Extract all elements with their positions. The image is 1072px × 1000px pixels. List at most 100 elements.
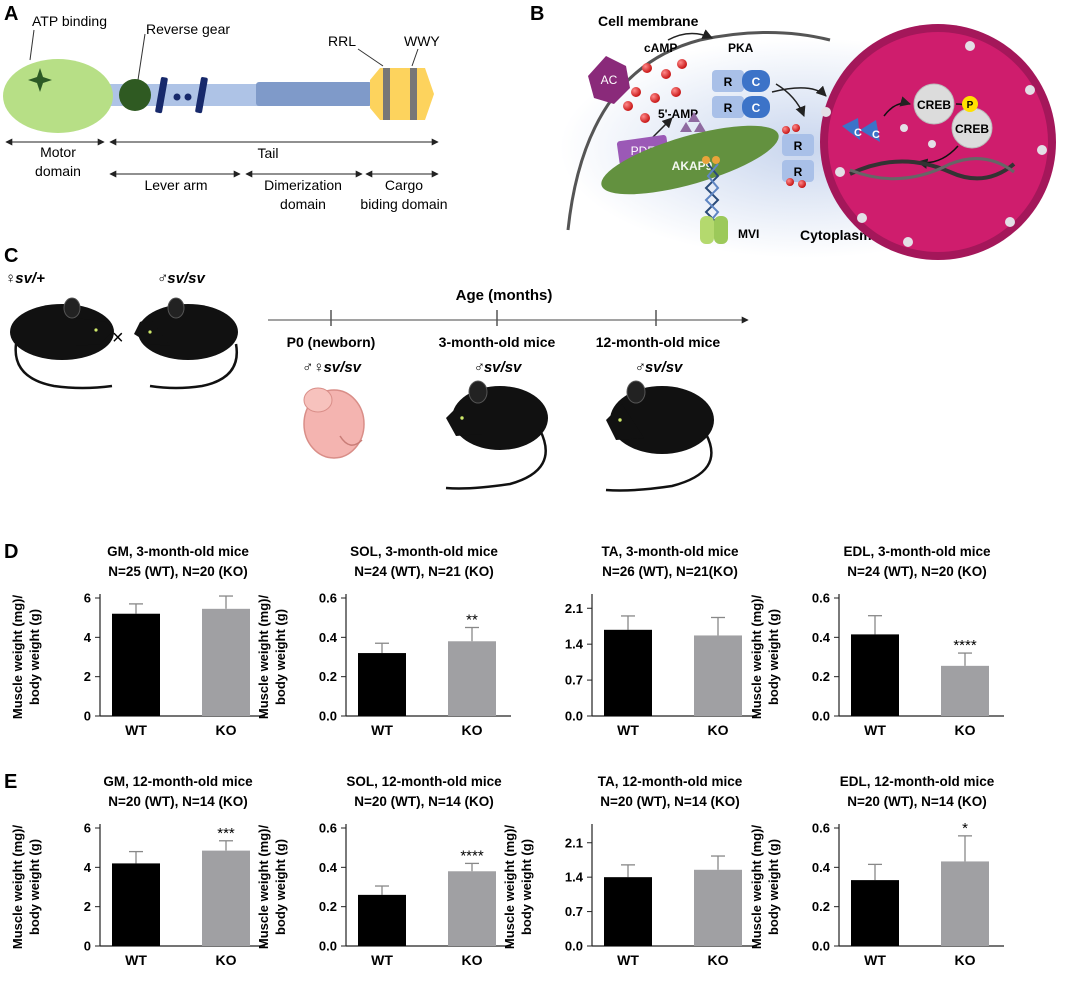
cargo-label-2: biding domain xyxy=(360,196,447,212)
y-tick-label: 2 xyxy=(84,669,91,684)
x-tick-label: WT xyxy=(371,722,393,738)
pka-r1-label: R xyxy=(724,75,733,89)
atp-binding-label: ATP binding xyxy=(32,13,107,29)
y-tick-label: 0.0 xyxy=(565,709,583,724)
schematic-panels: A ATP binding Reverse gear RRL WWY Motor… xyxy=(3,3,1056,492)
atp-star-icon xyxy=(28,68,52,92)
lever-segment xyxy=(256,82,372,106)
panel-c: C ♀sv/+ ♂sv/sv × Age (months) P0 (newbor… xyxy=(4,245,749,492)
bar-ko xyxy=(202,850,250,946)
y-tick-label: 1.4 xyxy=(565,637,584,652)
x-tick-label: WT xyxy=(125,952,147,968)
akap9-shape xyxy=(601,125,779,195)
pka-c1-label: C xyxy=(752,75,761,89)
panel-letter-a: A xyxy=(4,3,18,25)
chart-subtitle: N=20 (WT), N=14 (KO) xyxy=(600,794,740,809)
y-tick-label: 0 xyxy=(84,709,91,724)
motor-label-2: domain xyxy=(35,163,81,179)
x-tick-label: WT xyxy=(125,722,147,738)
ac-label: AC xyxy=(601,73,618,87)
chart-title: SOL, 3-month-old mice xyxy=(350,544,498,559)
cell-membrane-line xyxy=(566,31,831,231)
motor-label-1: Motor xyxy=(40,144,76,160)
y-tick-label: 0.2 xyxy=(812,669,830,684)
y-tick-label: 0.0 xyxy=(812,939,830,954)
x-tick-label: KO xyxy=(216,722,237,738)
reverse-gear-shape xyxy=(119,79,151,111)
age-axis-label: Age (months) xyxy=(456,287,553,304)
y-tick-label: 2.1 xyxy=(565,835,583,850)
y-tick-label: 0.0 xyxy=(812,709,830,724)
panel-letter-e: E xyxy=(4,771,17,793)
y-tick-label: 0.6 xyxy=(812,591,830,606)
mvi-label: MVI xyxy=(738,227,759,241)
free-r1-label: R xyxy=(794,139,803,153)
y-tick-label: 0.0 xyxy=(319,939,337,954)
x-tick-label: WT xyxy=(617,722,639,738)
rrl-label: RRL xyxy=(328,33,356,49)
x-tick-label: KO xyxy=(955,722,976,738)
chart-title: GM, 12-month-old mice xyxy=(103,774,253,789)
panel-letter-b: B xyxy=(530,3,544,25)
creb-label-2: CREB xyxy=(955,122,989,136)
x-tick-label: KO xyxy=(708,722,729,738)
y-tick-label: 2.1 xyxy=(565,601,583,616)
y-axis-label: Muscle weight (mg)/body weight (g) xyxy=(749,594,781,719)
y-tick-label: 4 xyxy=(84,860,92,875)
camp-label: cAMP xyxy=(644,41,677,55)
chart-subtitle: N=26 (WT), N=21(KO) xyxy=(602,564,738,579)
y-tick-label: 0.4 xyxy=(319,630,338,645)
m3-label: 3-month-old mice xyxy=(439,334,556,350)
m12-genotype: ♂sv/sv xyxy=(634,359,684,376)
mouse-12month-icon xyxy=(605,380,714,492)
bar-wt xyxy=(851,880,899,946)
y-tick-label: 0.6 xyxy=(319,821,337,836)
chart-title: EDL, 12-month-old mice xyxy=(840,774,995,789)
significance-label: ** xyxy=(466,612,478,629)
wwy-label: WWY xyxy=(404,33,440,49)
nucleus-c2-label: C xyxy=(872,129,880,141)
bar-wt xyxy=(604,877,652,946)
motor-domain-shape xyxy=(3,59,113,133)
panel-letter-c: C xyxy=(4,245,18,267)
y-tick-label: 0.0 xyxy=(319,709,337,724)
chart-subtitle: N=20 (WT), N=14 (KO) xyxy=(108,794,248,809)
nucleus-c1-label: C xyxy=(854,127,862,139)
mvi-motor-left xyxy=(700,216,714,244)
chart-subtitle: N=24 (WT), N=20 (KO) xyxy=(847,564,987,579)
x-tick-label: WT xyxy=(617,952,639,968)
cargo-domain-shape xyxy=(370,68,434,120)
bar-ko xyxy=(941,861,989,946)
newborn-mouse-icon xyxy=(303,387,365,459)
bar-ko xyxy=(941,665,989,716)
cross-symbol: × xyxy=(112,327,124,349)
x-tick-label: KO xyxy=(216,952,237,968)
pka-r2-label: R xyxy=(724,101,733,115)
y-tick-label: 0.2 xyxy=(319,669,337,684)
pka-c2-label: C xyxy=(752,101,761,115)
y-tick-label: 6 xyxy=(84,591,91,606)
mvi-motor-right xyxy=(714,216,728,244)
significance-label: **** xyxy=(953,637,977,654)
y-tick-label: 6 xyxy=(84,821,91,836)
male-genotype-label: ♂sv/sv xyxy=(156,270,206,287)
y-tick-label: 0.7 xyxy=(565,673,583,688)
bar-ko xyxy=(202,608,250,716)
y-axis-label: Muscle weight (mg)/body weight (g) xyxy=(10,824,42,949)
cell-membrane-label: Cell membrane xyxy=(598,13,699,29)
panel-letter-d: D xyxy=(4,541,18,563)
y-tick-label: 0.6 xyxy=(812,821,830,836)
bar-wt xyxy=(358,653,406,716)
bar-wt xyxy=(112,863,160,946)
y-axis-label: Muscle weight (mg)/body weight (g) xyxy=(256,824,288,949)
chart-subtitle: N=24 (WT), N=21 (KO) xyxy=(354,564,494,579)
y-tick-label: 1.4 xyxy=(565,870,584,885)
panel-b: B Cell membrane AC cAMP PKA 5'-AMP PDE A… xyxy=(530,3,1056,260)
x-tick-label: KO xyxy=(708,952,729,968)
x-tick-label: KO xyxy=(462,952,483,968)
